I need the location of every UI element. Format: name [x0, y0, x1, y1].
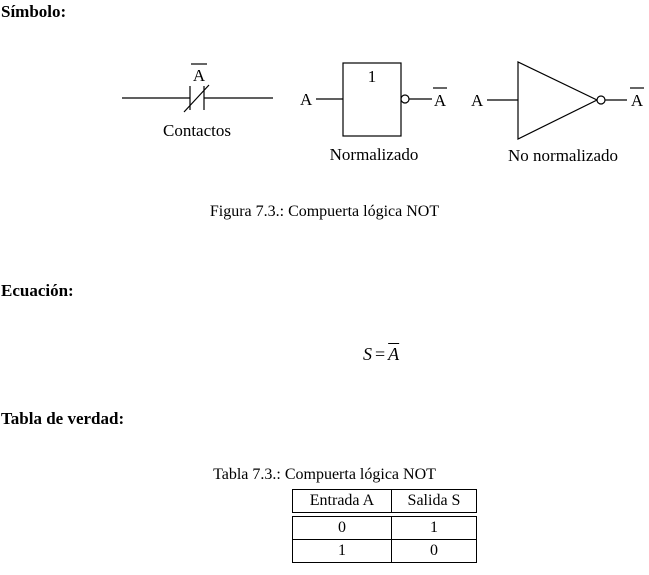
truth-table: Entrada A Salida S 0 1 1 0	[292, 489, 477, 563]
gate2-output-label: A	[631, 91, 644, 110]
section-heading-simbolo: Símbolo:	[1, 2, 67, 21]
gate2-label: No normalizado	[508, 146, 618, 165]
figure-caption: Figura 7.3.: Compuerta lógica NOT	[209, 203, 440, 220]
gate1-box-text: 1	[368, 67, 377, 86]
non-normalized-not-gate: A A No normalizado	[471, 61, 644, 165]
section-heading-tabla: Tabla de verdad:	[1, 409, 125, 428]
equation-lhs: S	[363, 344, 372, 364]
table-cell: 1	[292, 540, 392, 563]
gate1-label: Normalizado	[330, 145, 419, 164]
table-header-cell: Salida S	[392, 489, 477, 513]
section-heading-ecuacion: Ecuación:	[1, 281, 74, 300]
gate1-input-label: A	[300, 90, 313, 109]
table-cell: 1	[392, 516, 477, 540]
normalized-not-gate: A 1 A Normalizado	[300, 62, 447, 164]
contacts-symbol: A Contactos	[122, 63, 273, 140]
gate2-input-label: A	[471, 91, 484, 110]
equation: S=A	[363, 344, 399, 365]
table-caption: Tabla 7.3.: Compuerta lógica NOT	[213, 466, 436, 483]
table-cell: 0	[392, 540, 477, 563]
table-row: 1 0	[292, 540, 477, 563]
contacts-variable: A	[193, 66, 206, 85]
not-gate-figure: A Contactos A 1 A Normalizado A A No nor…	[122, 61, 644, 165]
table-row: 0 1	[292, 516, 477, 540]
table-header-row: Entrada A Salida S	[292, 489, 477, 513]
table-header-cell: Entrada A	[292, 489, 392, 513]
contacts-label: Contactos	[163, 121, 231, 140]
equation-equals: =	[375, 344, 386, 364]
table-cell: 0	[292, 516, 392, 540]
equation-rhs: A	[388, 344, 400, 364]
gate1-output-label: A	[434, 91, 447, 110]
